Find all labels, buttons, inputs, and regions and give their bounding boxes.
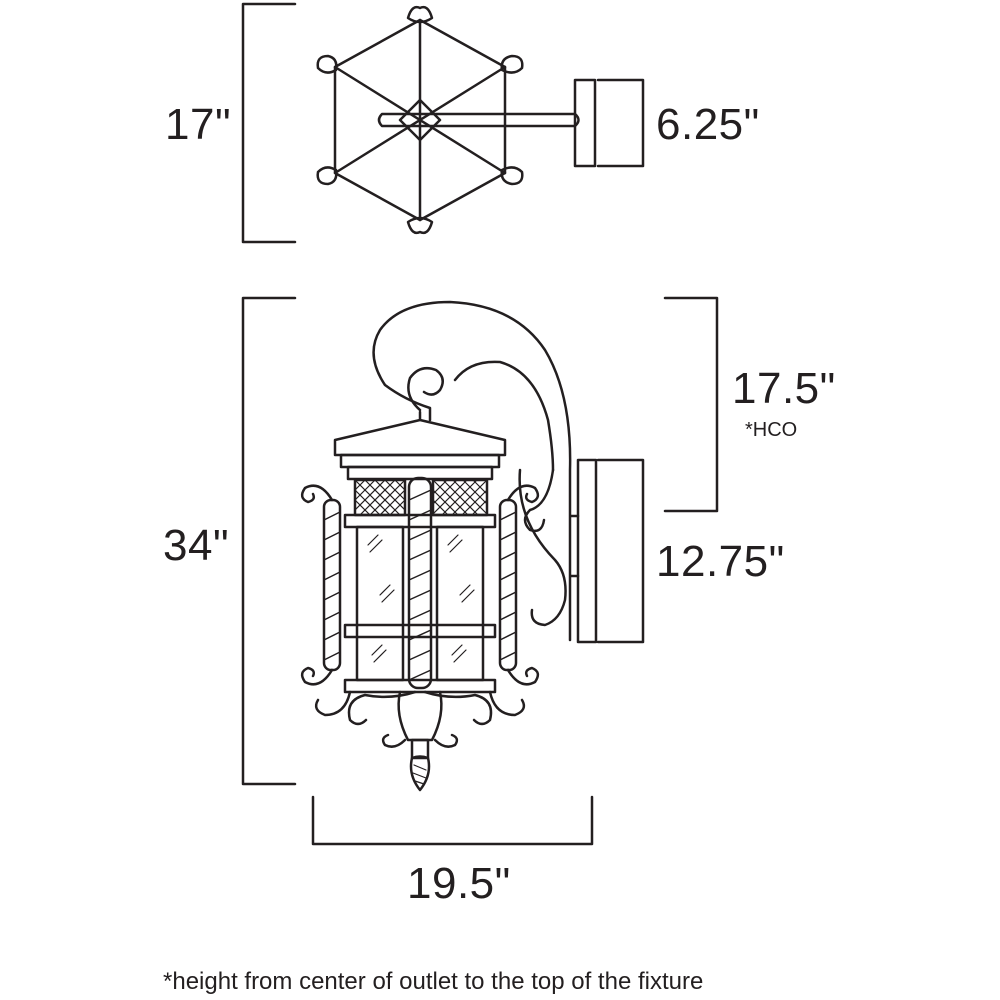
dim-bracket-backplate bbox=[596, 458, 645, 644]
scroll-arm-outer bbox=[372, 300, 572, 642]
roof-band bbox=[339, 453, 501, 469]
dim-label-hco: 17.5" bbox=[732, 364, 836, 413]
scroll-lower bbox=[518, 468, 567, 627]
bottom-basket bbox=[397, 690, 443, 742]
wall-plate-side bbox=[576, 458, 598, 644]
dim-label-backplate: 12.75" bbox=[656, 537, 785, 586]
scroll-curl-top bbox=[407, 367, 444, 412]
scroll-curl-side bbox=[523, 468, 555, 533]
bottom-finial bbox=[409, 755, 431, 792]
dim-bracket-width bbox=[311, 795, 594, 846]
dim-bracket-top-height bbox=[241, 2, 297, 244]
corner-finials bbox=[316, 5, 524, 235]
glass-highlights bbox=[367, 534, 475, 663]
dim-label-hco-note: *HCO bbox=[745, 419, 798, 441]
dim-label-overall-height: 34" bbox=[163, 521, 230, 570]
wall-plate-top bbox=[573, 78, 597, 168]
side-view bbox=[300, 300, 598, 792]
plate-screws bbox=[569, 514, 580, 578]
glass-left bbox=[355, 525, 405, 682]
roof-ribs bbox=[333, 18, 507, 222]
dimension-lines bbox=[241, 2, 719, 846]
dim-bracket-hco bbox=[663, 296, 719, 513]
dim-label-width: 19.5" bbox=[407, 859, 511, 908]
glass-right bbox=[435, 525, 485, 682]
footnote: *height from center of outlet to the top… bbox=[163, 968, 704, 995]
dim-label-top-height: 17" bbox=[165, 100, 232, 149]
side-scrolls bbox=[300, 484, 540, 686]
top-view bbox=[316, 5, 597, 235]
finial-collar bbox=[410, 738, 430, 760]
dim-bracket-arm-plate bbox=[596, 78, 645, 168]
middle-band bbox=[343, 623, 497, 639]
lantern-roof bbox=[333, 410, 507, 457]
bottom-band bbox=[343, 678, 497, 694]
mounting-arm bbox=[377, 112, 580, 128]
middle-band-top bbox=[343, 513, 497, 529]
bottom-scrolls bbox=[314, 690, 526, 792]
dim-label-arm-plate: 6.25" bbox=[656, 100, 760, 149]
dim-bracket-overall-height bbox=[241, 296, 297, 786]
scroll-arm-inner bbox=[453, 360, 555, 472]
lattice-mesh bbox=[354, 479, 488, 516]
